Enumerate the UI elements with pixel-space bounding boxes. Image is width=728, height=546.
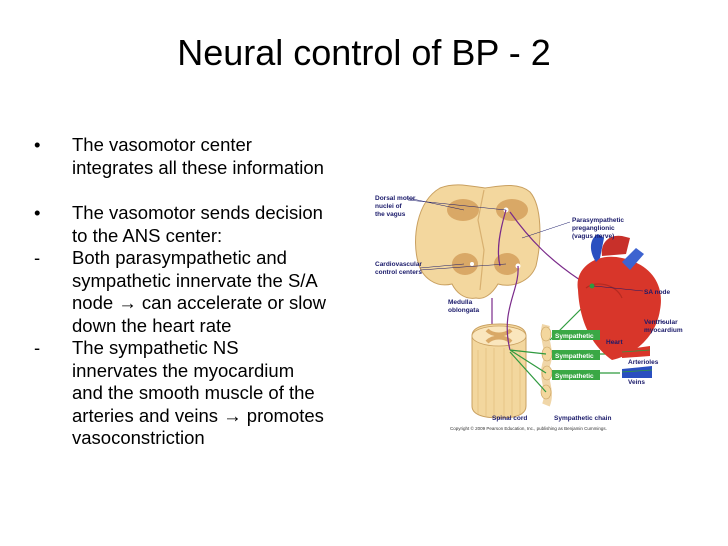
bullet-line: Both parasympathetic and bbox=[72, 247, 287, 268]
bullet-line: down the heart rate bbox=[72, 314, 232, 336]
label-sympathetic-veins: Sympathetic bbox=[555, 373, 594, 380]
bullet-line: and the smooth muscle of the bbox=[72, 382, 315, 403]
label-box bbox=[552, 370, 600, 380]
label-sa-node: SA node bbox=[644, 289, 671, 296]
label-dorsal-motor: Dorsal motor bbox=[375, 195, 416, 202]
bullet-line: The vasomotor center bbox=[72, 134, 252, 155]
copyright-notice: Copyright © 2009 Pearson Education, Inc.… bbox=[450, 425, 607, 431]
label-heart: Heart bbox=[606, 339, 623, 346]
label-ventricular: Ventricular bbox=[644, 319, 678, 326]
sympathetic-chain bbox=[540, 323, 553, 407]
figure-labels: Dorsal motor nuclei of the vagus Cardiov… bbox=[375, 195, 683, 431]
spinal-cord-segment bbox=[471, 323, 527, 419]
bullet-line: promotes bbox=[241, 404, 324, 426]
label-cardiovascular: control centers bbox=[375, 269, 422, 276]
bullet-line: innervates the myocardium bbox=[72, 359, 295, 381]
bullet-line: to the ANS center: bbox=[72, 224, 223, 246]
right-arrow-icon: → bbox=[118, 292, 137, 313]
bullet-item: • The vasomotor sends decision to the AN… bbox=[34, 202, 364, 247]
bullet-line: integrates all these information bbox=[72, 156, 324, 178]
label-veins: Veins bbox=[628, 379, 645, 386]
bullet-marker: - bbox=[34, 337, 41, 358]
bullet-line: node bbox=[72, 292, 119, 313]
bullet-line: The vasomotor sends decision bbox=[72, 202, 323, 223]
label-arterioles: Arterioles bbox=[628, 359, 659, 366]
label-medulla: oblongata bbox=[448, 307, 479, 314]
label-dorsal-motor: the vagus bbox=[375, 211, 406, 218]
label-medulla: Medulla bbox=[448, 299, 473, 306]
bullet-item: • The vasomotor center integrates all th… bbox=[34, 134, 364, 179]
bullet-line: arteries and veins bbox=[72, 404, 224, 426]
bullet-marker: - bbox=[34, 247, 41, 268]
arteriole-illustration bbox=[621, 346, 651, 358]
bullet-list: • The vasomotor center integrates all th… bbox=[34, 134, 364, 450]
slide-title: Neural control of BP - 2 bbox=[177, 32, 551, 73]
bullet-marker: • bbox=[34, 134, 41, 155]
label-parasympathetic: preganglionic bbox=[572, 225, 615, 232]
bullet-marker: • bbox=[34, 202, 41, 223]
label-cardiovascular: Cardiovascular bbox=[375, 261, 422, 268]
label-ventricular: myocardium bbox=[644, 327, 683, 334]
neural-control-figure: Dorsal motor nuclei of the vagus Cardiov… bbox=[375, 184, 683, 431]
right-arrow-icon: → bbox=[223, 404, 242, 426]
label-sympathetic-heart: Sympathetic bbox=[555, 333, 594, 340]
bullet-line: sympathetic innervate the S/A bbox=[72, 269, 318, 291]
vein-illustration bbox=[621, 366, 653, 378]
bullet-item: - The sympathetic NS innervates the myoc… bbox=[34, 337, 364, 450]
label-box bbox=[552, 350, 600, 360]
bullet-item: - Both parasympathetic and sympathetic i… bbox=[34, 247, 364, 337]
label-dorsal-motor: nuclei of bbox=[375, 203, 403, 210]
label-box bbox=[552, 330, 600, 340]
label-spinal-cord: Spinal cord bbox=[492, 415, 527, 422]
medulla-cross-section bbox=[415, 184, 541, 299]
label-parasympathetic: Parasympathetic bbox=[572, 217, 624, 224]
label-sympathetic-chain: Sympathetic chain bbox=[554, 415, 611, 422]
label-parasympathetic: (vagus nerve) bbox=[572, 233, 614, 240]
bullet-line: The sympathetic NS bbox=[72, 337, 239, 358]
leader-lines bbox=[407, 197, 668, 324]
bullet-line: can accelerate or slow bbox=[136, 292, 326, 313]
bullet-line: vasoconstriction bbox=[72, 427, 205, 448]
label-sympathetic-arterioles: Sympathetic bbox=[555, 353, 594, 360]
